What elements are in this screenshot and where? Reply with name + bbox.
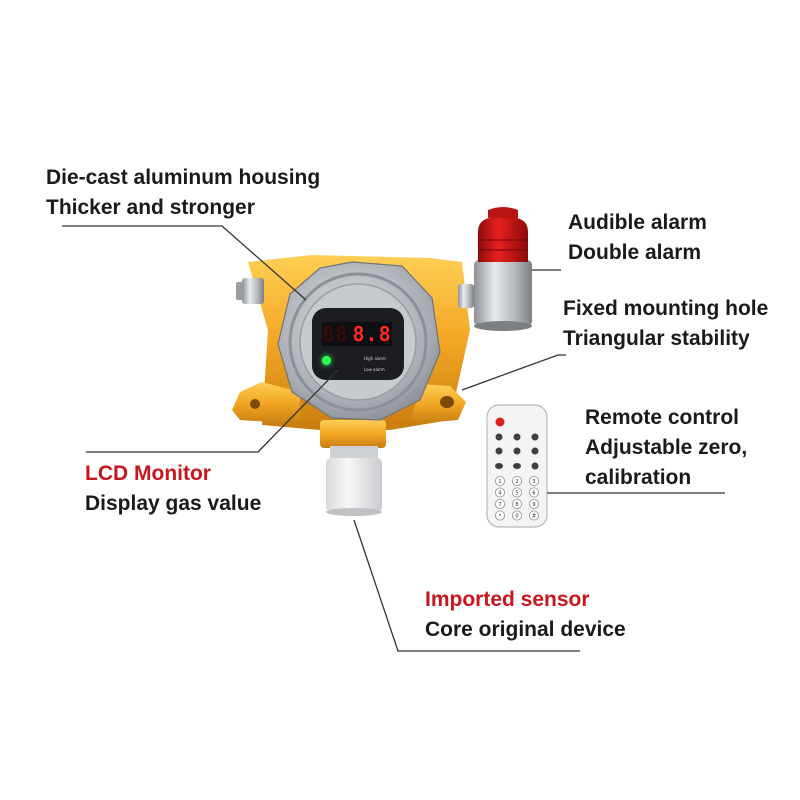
remote-key-label: 6	[532, 491, 535, 497]
remote-key-label: *	[499, 514, 502, 520]
callout-remote: Remote control Adjustable zero, calibrat…	[585, 403, 747, 493]
callout-mounting-line1: Fixed mounting hole	[563, 297, 769, 320]
callout-lcd-line2: Display gas value	[85, 492, 262, 515]
remote-key-label: 4	[498, 491, 501, 497]
remote-control: 1 2 3 4 5 6 7 8 9 * 0 #	[486, 404, 548, 528]
high-alarm-label: High alarm	[364, 356, 386, 361]
right-cable-gland	[458, 284, 474, 308]
remote-key	[512, 487, 523, 498]
callout-lcd: LCD Monitor Display gas value	[85, 459, 261, 519]
display-left-digits: 88	[322, 322, 349, 346]
remote-key	[529, 487, 540, 498]
remote-key	[529, 510, 540, 521]
callout-remote-line2: Adjustable zero,	[585, 436, 748, 459]
leader-lines	[62, 225, 725, 652]
callout-housing-line1: Die-cast aluminum housing	[46, 166, 321, 189]
callout-remote-line1: Remote control	[585, 406, 740, 429]
remote-key	[494, 487, 505, 498]
display-main-digits: 8.8	[352, 322, 392, 346]
remote-key	[494, 475, 505, 486]
callout-sensor: Imported sensor Core original device	[425, 585, 626, 645]
remote-key	[512, 475, 523, 486]
sensor-head	[326, 446, 382, 516]
callout-housing-line2: Thicker and stronger	[46, 196, 255, 219]
remote-key	[512, 498, 523, 509]
callout-alarm-line2: Double alarm	[568, 241, 702, 264]
callout-sensor-line1: Imported sensor	[425, 588, 590, 611]
low-alarm-label: Low alarm	[364, 367, 385, 372]
remote-key	[494, 498, 505, 509]
remote-key	[529, 498, 540, 509]
remote-key-label: 1	[498, 479, 501, 485]
remote-key-label: 8	[515, 502, 518, 508]
remote-key-label: 9	[532, 502, 535, 508]
remote-key	[512, 510, 523, 521]
remote-key	[529, 475, 540, 486]
callout-alarm-line1: Audible alarm	[568, 211, 707, 234]
remote-key-label: 2	[515, 479, 518, 485]
callout-alarm: Audible alarm Double alarm	[568, 208, 707, 268]
callout-sensor-line2: Core original device	[425, 618, 626, 641]
power-led	[322, 356, 331, 365]
callout-housing: Die-cast aluminum housing Thicker and st…	[46, 163, 320, 223]
remote-key-label: #	[532, 514, 536, 520]
remote-key-label: 3	[532, 479, 535, 485]
gas-value-display: 88 8.8	[322, 322, 392, 346]
remote-key-label: 0	[515, 514, 518, 520]
remote-key	[494, 510, 505, 521]
callout-remote-line3: calibration	[585, 466, 692, 489]
callout-mounting-line2: Triangular stability	[563, 327, 750, 350]
alarm-beacon	[474, 207, 532, 331]
callout-lcd-line1: LCD Monitor	[85, 462, 211, 485]
status-panel: High alarm Low alarm	[364, 353, 386, 375]
callout-mounting: Fixed mounting hole Triangular stability	[563, 294, 768, 354]
remote-key-label: 7	[498, 502, 501, 508]
left-cable-gland	[236, 278, 264, 304]
remote-key-label: 5	[515, 491, 518, 497]
